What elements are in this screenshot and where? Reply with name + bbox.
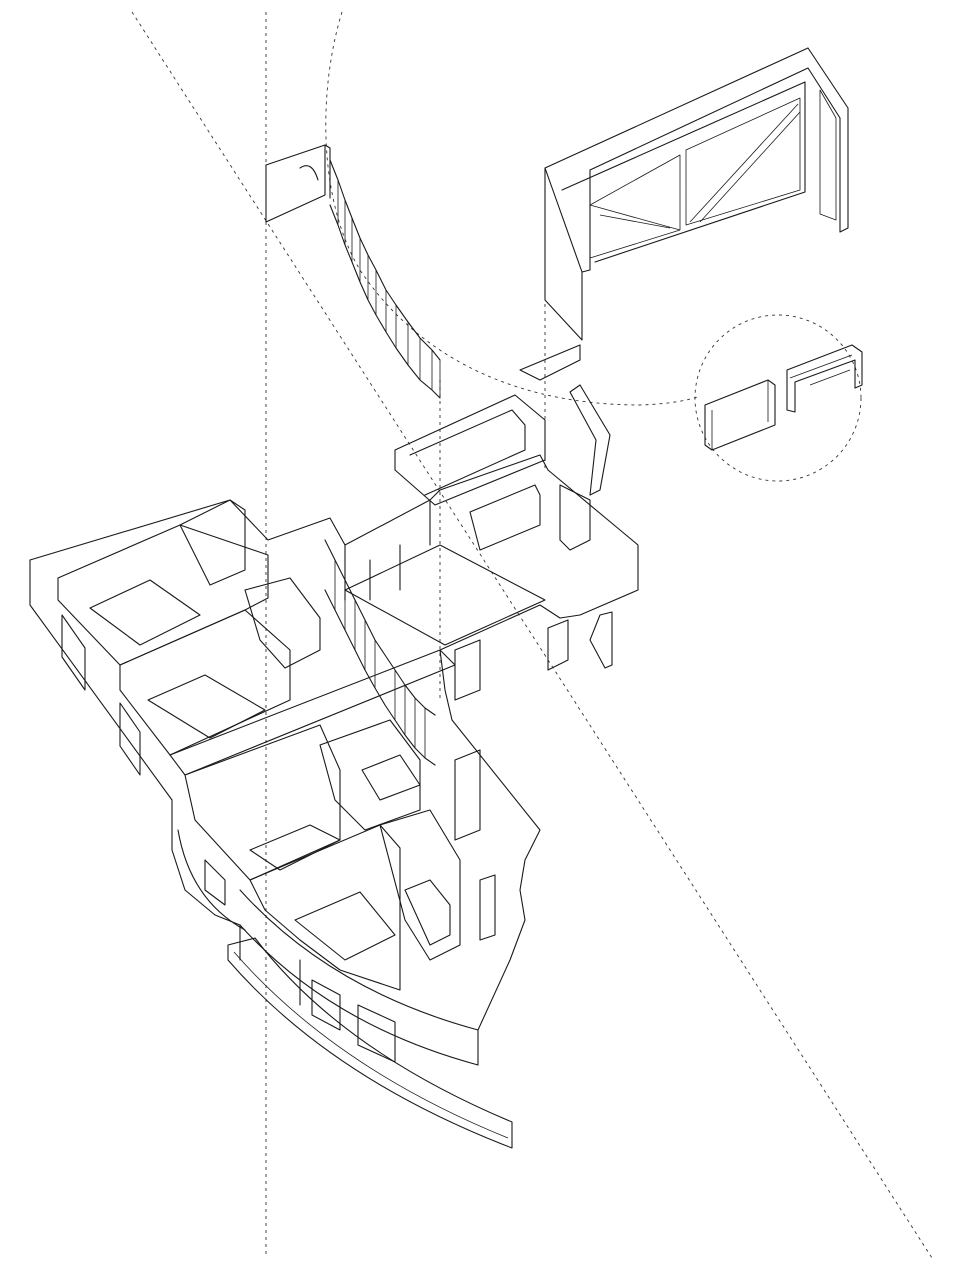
screen-bottom-edge <box>329 204 441 399</box>
screen-end-panel <box>265 144 326 223</box>
room-south-west <box>184 724 341 881</box>
central-hall-posts <box>344 499 431 601</box>
construction-guides <box>131 11 933 1259</box>
bench-end-plate <box>519 344 581 381</box>
south-facade-ends <box>299 959 479 1066</box>
room-middle-west-bed <box>147 674 266 739</box>
curved-base-rail <box>227 937 513 1149</box>
bench-curved-back <box>569 384 611 496</box>
screen-fins <box>337 180 441 398</box>
detail-callout-circle <box>694 314 862 482</box>
bench-seat <box>409 409 526 496</box>
wing-end-door <box>479 874 496 941</box>
roof-truss-right <box>685 97 801 226</box>
diagonal-guide-line <box>131 11 933 1259</box>
roof-frame <box>544 47 849 341</box>
hall-screen-bottom <box>324 589 436 766</box>
floor-left-facade <box>29 559 241 961</box>
wing-corridor-wall <box>454 749 481 841</box>
base-rail-inner-edge <box>233 951 509 1139</box>
roof-truss-left <box>589 154 681 259</box>
detail-desk-top <box>789 354 853 386</box>
roof-frame-inner <box>561 81 806 263</box>
kitchen-door <box>559 484 591 551</box>
west-curved-wall <box>177 829 246 931</box>
facade-window-1 <box>61 614 86 691</box>
furniture-detail-callout <box>704 344 863 451</box>
curved-screen <box>265 144 441 399</box>
roof-frame-side-panel <box>819 89 837 221</box>
upper-bench <box>394 344 611 506</box>
kitchen-counter <box>469 484 541 551</box>
bathroom-south <box>319 719 421 831</box>
hall-screen-fins <box>334 560 426 758</box>
south-window-1 <box>311 979 341 1031</box>
central-hall-walls <box>369 544 401 601</box>
room-south-middle-bed <box>294 891 396 961</box>
base-rail-outline <box>227 937 513 1149</box>
east-fin-wall <box>589 611 613 669</box>
hall-door <box>454 639 481 701</box>
central-corridor <box>169 649 456 776</box>
bench-platform <box>394 394 546 506</box>
detail-cabinet-edges <box>711 380 769 450</box>
arc-guide-line <box>325 11 701 406</box>
room-south-west-desk <box>249 824 341 871</box>
room-north-west <box>57 524 269 666</box>
roof-frame-outline <box>544 47 849 273</box>
south-facade-curve-inner <box>239 889 479 1031</box>
roof-frame-end-panel <box>544 167 583 341</box>
wardrobe-south-door <box>404 879 451 946</box>
room-north-west-bed <box>89 579 201 646</box>
wardrobe-north <box>179 499 246 586</box>
facade-window-2 <box>119 702 141 776</box>
service-door <box>547 619 569 671</box>
screen-end-detail <box>299 144 331 199</box>
detail-desk <box>786 344 863 413</box>
roof-truss-brace-right <box>689 103 801 223</box>
floor-outer-envelope <box>29 454 639 1031</box>
central-hall <box>344 544 546 646</box>
main-floor-plan <box>29 454 639 1066</box>
facade-window-3 <box>204 859 226 906</box>
bathroom-north <box>244 577 321 669</box>
wardrobe-south <box>379 809 461 961</box>
bathroom-south-fixture <box>361 754 421 801</box>
hall-screen-top <box>324 539 436 716</box>
room-middle-west <box>119 609 291 756</box>
detail-cabinet <box>704 379 776 451</box>
roof-truss-brace-left <box>589 204 681 231</box>
room-south-middle <box>249 824 401 991</box>
